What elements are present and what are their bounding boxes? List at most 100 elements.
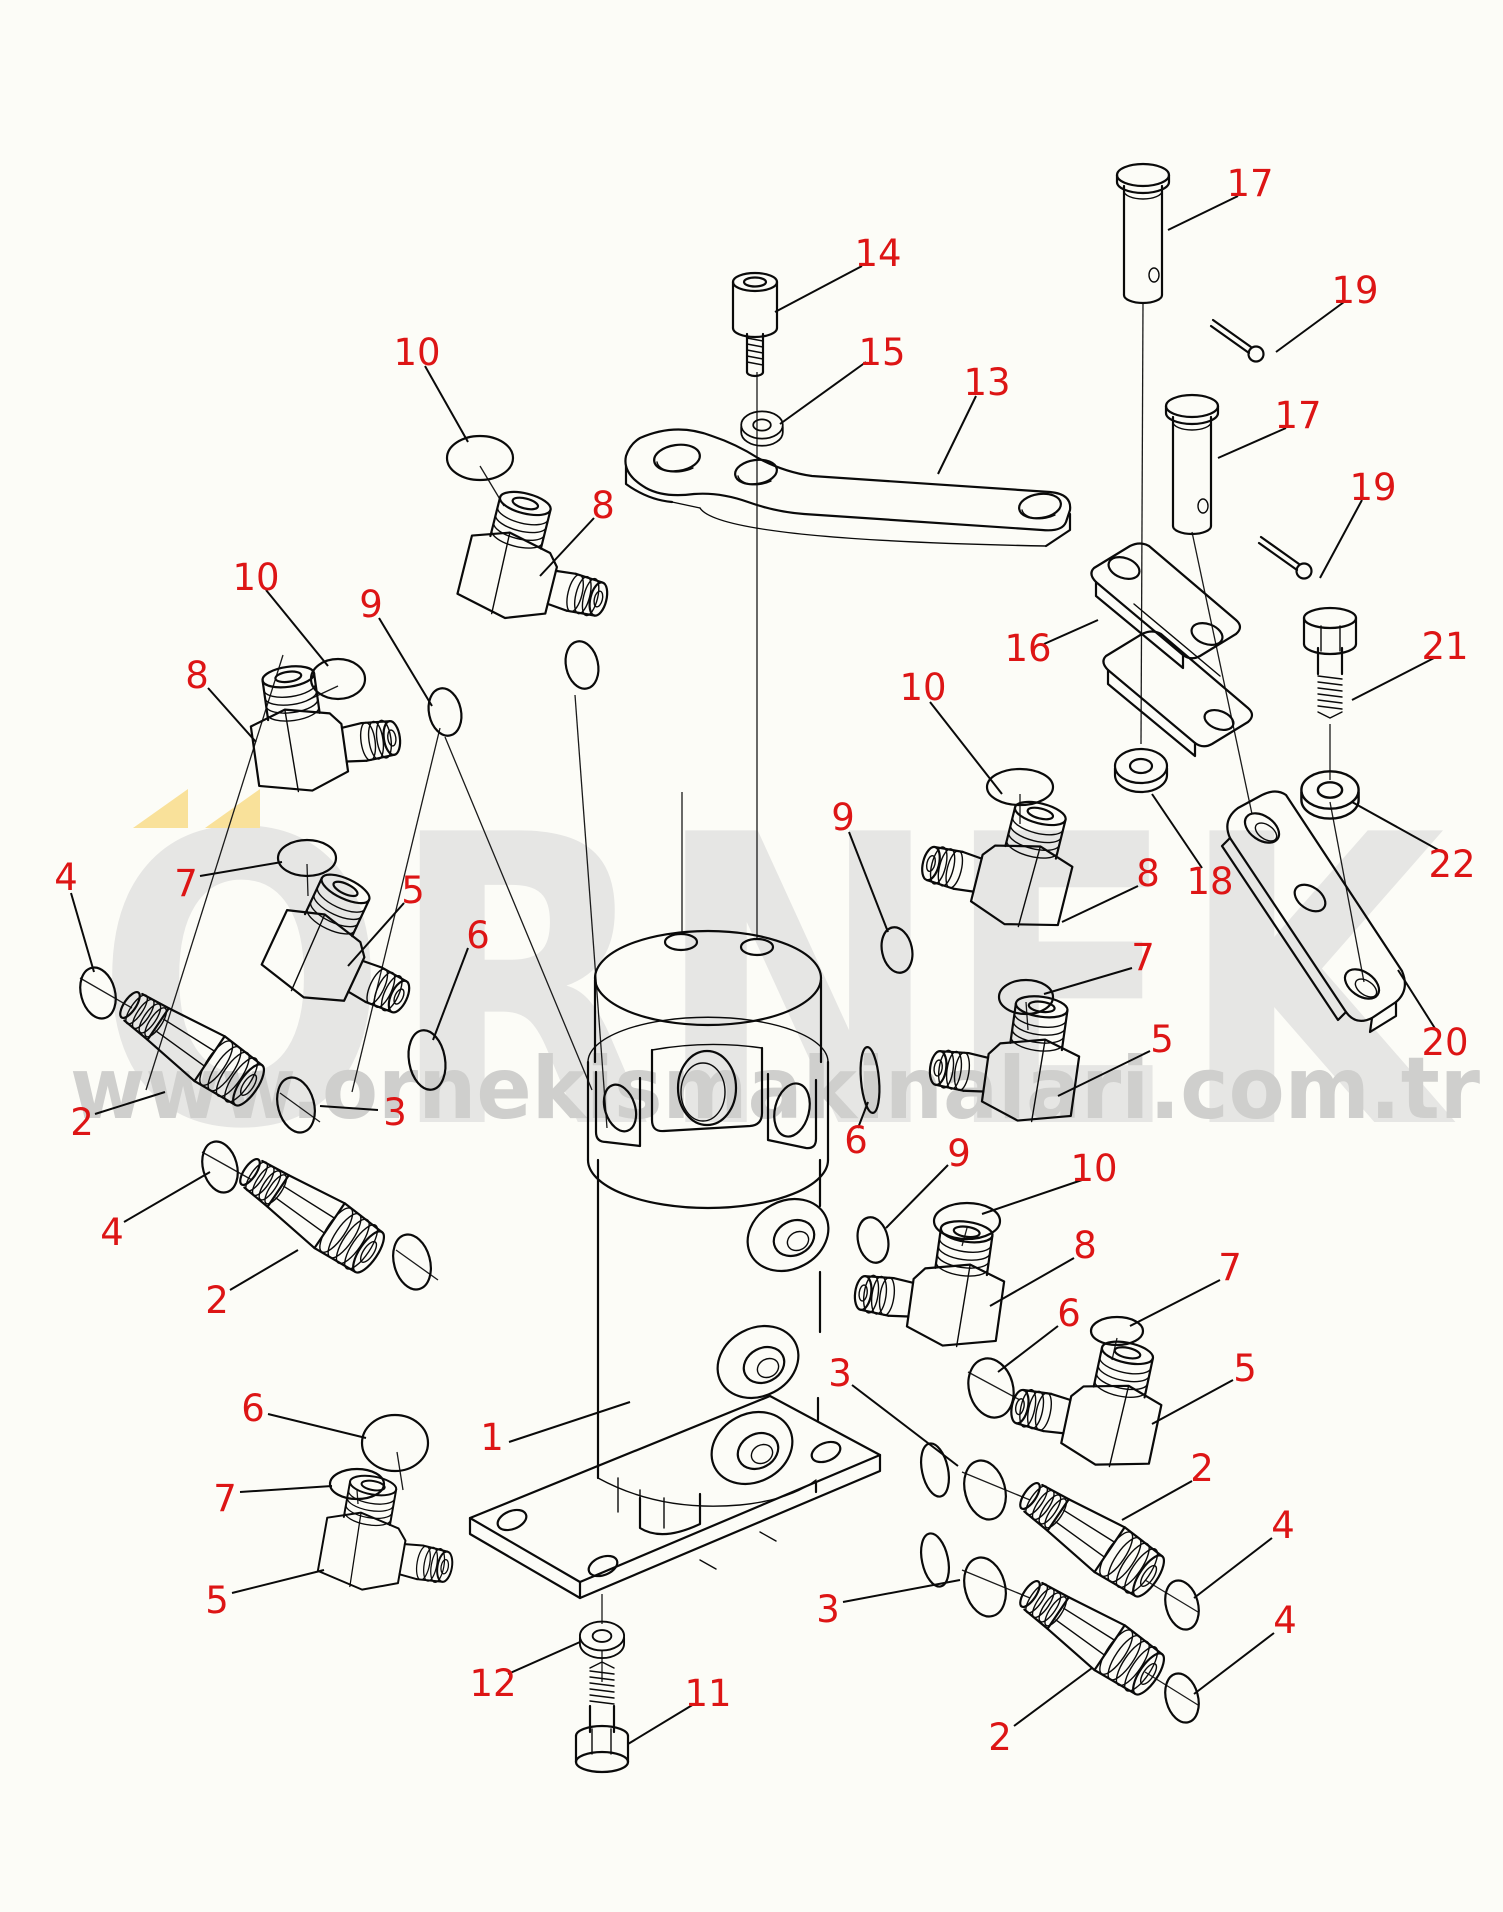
callout-leader-7 [199, 861, 283, 877]
callout-leader-13 [937, 395, 977, 475]
callout-leader-3 [319, 1105, 379, 1111]
callout-number-8: 8 [185, 654, 209, 697]
callout-number-7: 7 [174, 862, 198, 905]
callout-leader-2 [229, 1249, 299, 1291]
callout-number-6: 6 [241, 1387, 265, 1430]
callout-leader-14 [774, 265, 863, 313]
part-elbow-5e [1002, 1320, 1174, 1477]
callout-number-4: 4 [100, 1211, 124, 1254]
callout-leader-6 [267, 1413, 367, 1439]
part-cotter-pin-upper [1209, 318, 1265, 363]
callout-leader-7 [1129, 1279, 1221, 1327]
part-cotter-pin-lower [1257, 535, 1313, 580]
callout-leader-7 [1043, 967, 1133, 995]
callout-number-17: 17 [1274, 394, 1321, 437]
callout-number-3: 3 [383, 1091, 407, 1134]
callout-number-6: 6 [466, 914, 490, 957]
callout-leader-8 [539, 517, 595, 577]
callout-leader-4 [70, 892, 95, 973]
callout-number-15: 15 [858, 331, 905, 374]
part-plug-caps [276, 434, 1145, 1501]
callout-number-11: 11 [684, 1672, 731, 1715]
callout-number-10: 10 [393, 331, 440, 374]
callout-leader-2 [94, 1091, 166, 1115]
part-check-valve-2c [1008, 1469, 1173, 1605]
callout-number-10: 10 [232, 556, 279, 599]
callout-leader-12 [507, 1641, 581, 1675]
callout-number-3: 3 [828, 1352, 852, 1395]
callout-number-22: 22 [1428, 843, 1475, 886]
callout-number-8: 8 [1136, 852, 1160, 895]
part-clevis-bracket [1090, 542, 1254, 758]
callout-number-9: 9 [947, 1132, 971, 1175]
callout-number-4: 4 [1271, 1504, 1295, 1547]
part-hex-bolt-11 [574, 1660, 630, 1774]
callout-leader-19 [1275, 301, 1345, 353]
callout-leader-9 [885, 1164, 949, 1229]
callout-leader-5 [1057, 1050, 1151, 1097]
callout-number-8: 8 [1073, 1224, 1097, 1267]
callout-number-20: 20 [1421, 1021, 1468, 1064]
callout-number-16: 16 [1004, 627, 1051, 670]
callout-number-19: 19 [1331, 269, 1378, 312]
callout-leader-15 [779, 361, 867, 425]
callout-number-6: 6 [1057, 1292, 1081, 1335]
part-check-valve-2d [1008, 1567, 1173, 1703]
callout-number-4: 4 [54, 856, 78, 899]
callout-number-2: 2 [988, 1716, 1012, 1759]
callout-leader-4 [123, 1171, 211, 1223]
callout-leader-4 [1193, 1537, 1273, 1599]
callout-number-5: 5 [1233, 1347, 1257, 1390]
callout-number-14: 14 [854, 232, 901, 275]
callout-leader-5 [1151, 1379, 1234, 1425]
callout-leader-5 [231, 1569, 325, 1594]
callout-leader-10 [981, 1179, 1083, 1215]
callout-leader-6 [432, 947, 469, 1041]
callout-leader-6 [997, 1325, 1059, 1373]
callout-number-3: 3 [816, 1588, 840, 1631]
callout-number-7: 7 [1218, 1246, 1242, 1289]
callout-leader-17 [1167, 195, 1239, 231]
part-clevis-pin-upper [1115, 162, 1171, 305]
callout-leader-17 [1217, 427, 1287, 459]
callout-leader-18 [1151, 793, 1203, 869]
watermark-brand: ORNEK [95, 752, 1458, 1217]
callout-leader-8 [1061, 885, 1139, 923]
callout-number-18: 18 [1186, 860, 1233, 903]
part-link-plate [1220, 790, 1407, 1034]
callout-number-7: 7 [213, 1477, 237, 1520]
part-hex-bolt-21 [1302, 606, 1358, 720]
callout-leader-8 [989, 1257, 1075, 1307]
callout-leader-4 [1193, 1632, 1275, 1695]
callout-number-10: 10 [899, 666, 946, 709]
callout-leader-21 [1351, 657, 1435, 701]
callout-leader-2 [1013, 1667, 1093, 1727]
callout-number-6: 6 [844, 1119, 868, 1162]
callout-number-2: 2 [205, 1279, 229, 1322]
part-elbow-5c [315, 1468, 467, 1606]
callout-leader-3 [842, 1579, 961, 1603]
assembly-axis-lines [79, 301, 1365, 1706]
callout-leader-20 [1397, 969, 1437, 1031]
callout-number-9: 9 [359, 583, 383, 626]
callout-number-10: 10 [1070, 1147, 1117, 1190]
callout-leader-10 [929, 701, 1003, 795]
callout-leader-19 [1319, 499, 1363, 579]
part-washer-15 [740, 410, 784, 447]
callout-leader-5 [347, 902, 405, 967]
callout-leader-8 [207, 687, 257, 743]
callout-leader-10 [424, 365, 469, 443]
callout-number-9: 9 [831, 796, 855, 839]
callout-number-5: 5 [1150, 1018, 1174, 1061]
watermark-layer: ORNEK www.ornekismakinalari.com.tr [70, 752, 1481, 1217]
part-valve-body [468, 929, 882, 1600]
umlaut-triangle-left [133, 789, 188, 828]
part-elbow-8d [848, 1206, 1013, 1354]
callout-number-4: 4 [1273, 1599, 1297, 1642]
callout-number-19: 19 [1349, 466, 1396, 509]
callout-number-2: 2 [1190, 1447, 1214, 1490]
callout-leader-9 [378, 617, 433, 707]
callout-number-5: 5 [401, 869, 425, 912]
callout-leader-10 [265, 589, 329, 667]
